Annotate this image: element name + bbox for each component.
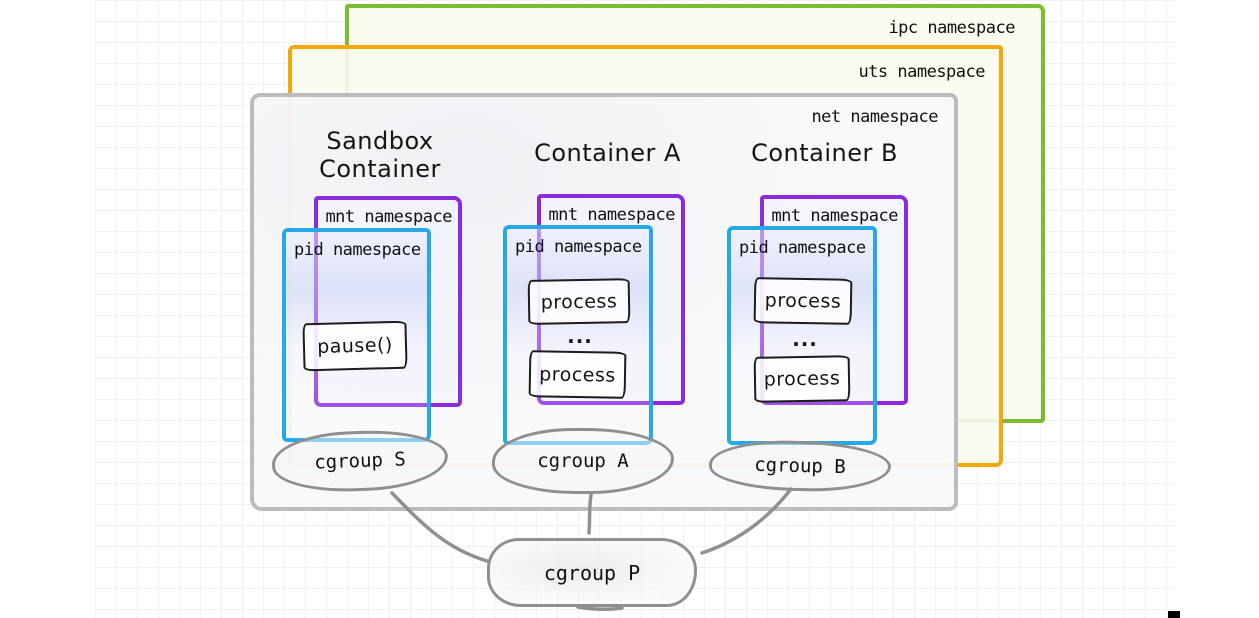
ipc-namespace-label: ipc namespace — [888, 18, 1015, 38]
sandbox-container-title: Sandbox Container — [298, 127, 462, 183]
cgroup-p-ellipse: cgroup P — [487, 538, 697, 607]
pause-process-box: pause() — [302, 320, 408, 372]
container-a-process-box-bottom: process — [528, 350, 627, 399]
container-b-process-ellipsis: ... — [792, 327, 818, 351]
net-namespace-label: net namespace — [811, 107, 938, 127]
container-b-title: Container B — [751, 139, 898, 167]
uts-namespace-label: uts namespace — [858, 62, 985, 82]
sandbox-container-title-line1: Sandbox — [326, 127, 434, 155]
sandbox-container-title-line2: Container — [319, 155, 441, 183]
container-b-process-box-bottom: process — [753, 355, 851, 403]
sandbox-pid-namespace-label: pid namespace — [294, 240, 421, 260]
container-b-process-box-top: process — [753, 277, 853, 325]
container-a-mnt-namespace-label: mnt namespace — [548, 205, 675, 225]
container-a-process-box-top: process — [527, 278, 631, 325]
sandbox-mnt-namespace-label: mnt namespace — [325, 207, 452, 227]
container-b-pid-namespace-label: pid namespace — [739, 238, 866, 258]
container-a-title: Container A — [534, 139, 681, 167]
container-b-pid-namespace-box: pid namespace — [727, 226, 877, 445]
cgroup-a-ellipse: cgroup A — [492, 428, 674, 494]
container-a-process-ellipsis: ... — [567, 324, 593, 348]
black-marker — [1168, 611, 1180, 618]
container-a-pid-namespace-label: pid namespace — [515, 237, 642, 257]
container-b-mnt-namespace-label: mnt namespace — [771, 206, 898, 226]
